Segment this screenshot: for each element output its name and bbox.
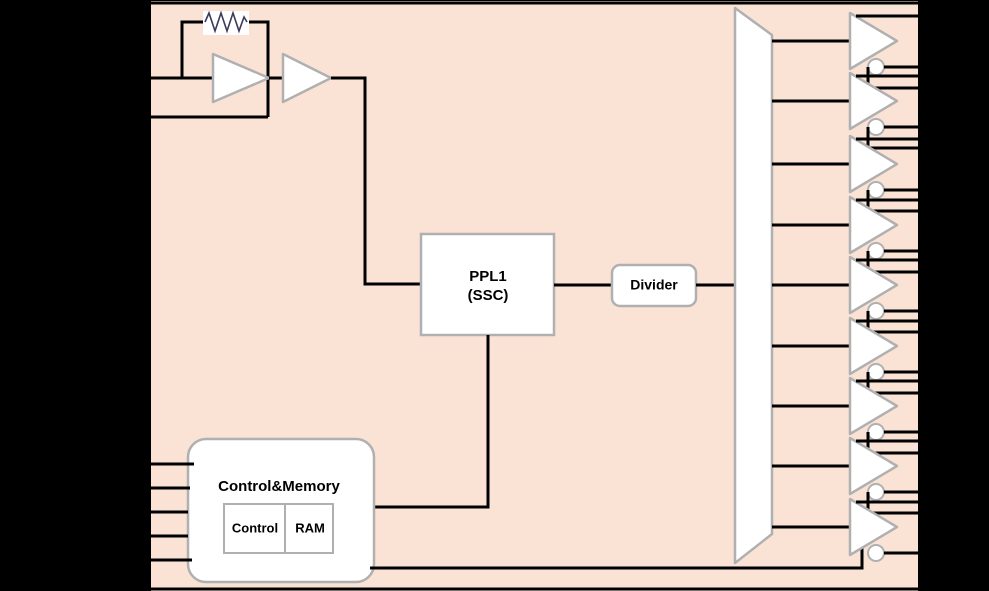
buffer-triangle-7[interactable]: [848, 376, 899, 436]
buffer-inverting-bubble-5: [867, 302, 885, 320]
ram-subblock[interactable]: [284, 503, 334, 554]
buffer-triangle-4[interactable]: [848, 195, 899, 255]
buffer-triangle-5[interactable]: [848, 255, 899, 315]
ram-subblock-label: RAM: [295, 520, 325, 535]
diff-output-buffer-9[interactable]: [772, 497, 918, 562]
pll-to-control-memory-wire: [374, 335, 490, 509]
buffer-inverting-bubble-7: [867, 423, 885, 441]
pll-block[interactable]: PPL1 (SSC): [419, 232, 556, 337]
output-buffer-bank: [772, 11, 918, 562]
diff-output-buffer-5[interactable]: [772, 255, 918, 334]
buffer-triangle-8[interactable]: [848, 436, 899, 496]
oscillator-to-pll-wire: [331, 76, 421, 286]
divider-block[interactable]: Divider: [610, 263, 698, 308]
buffer-triangle-9[interactable]: [848, 497, 899, 557]
oscillator-section: [151, 10, 421, 286]
buffer-triangle-2[interactable]: [848, 71, 899, 131]
diff-output-buffer-4[interactable]: [772, 195, 918, 274]
buffer-inverting-bubble-3: [867, 181, 885, 199]
buffer-triangle-6[interactable]: [848, 316, 899, 376]
feedback-resistor-icon: [204, 10, 248, 34]
pll-block-body[interactable]: [419, 232, 556, 337]
control-memory-block[interactable]: Control&Memory Control RAM: [186, 437, 376, 584]
divider-label: Divider: [630, 277, 678, 293]
control-memory-label: Control&Memory: [218, 478, 340, 495]
buffer-inverting-bubble-6: [867, 363, 885, 381]
control-input-lines: [151, 462, 194, 562]
fanout-distribution-trapezoid[interactable]: [733, 6, 774, 565]
control-subblock-label: Control: [232, 520, 278, 535]
diff-output-buffer-3[interactable]: [772, 134, 918, 213]
oscillator-output-buffer-icon: [281, 52, 333, 104]
buffer-triangle-1[interactable]: [848, 11, 899, 71]
oscillator-inverter-amplifier-icon: [211, 52, 271, 104]
control-subblock[interactable]: [223, 503, 286, 554]
buffer-inverting-bubble-9: [867, 544, 885, 562]
pll-label-line2: (SSC): [468, 287, 509, 304]
control-memory-to-fanout-wire: [370, 540, 864, 570]
buffer-inverting-bubble-2: [867, 118, 885, 136]
buffer-triangle-3[interactable]: [848, 134, 899, 194]
buffer-inverting-bubble-8: [867, 483, 885, 501]
pll-label-line1: PPL1: [469, 268, 507, 285]
diff-output-buffer-2[interactable]: [772, 71, 918, 150]
buffer-inverting-bubble-1: [867, 58, 885, 76]
buffer-inverting-bubble-4: [867, 242, 885, 260]
